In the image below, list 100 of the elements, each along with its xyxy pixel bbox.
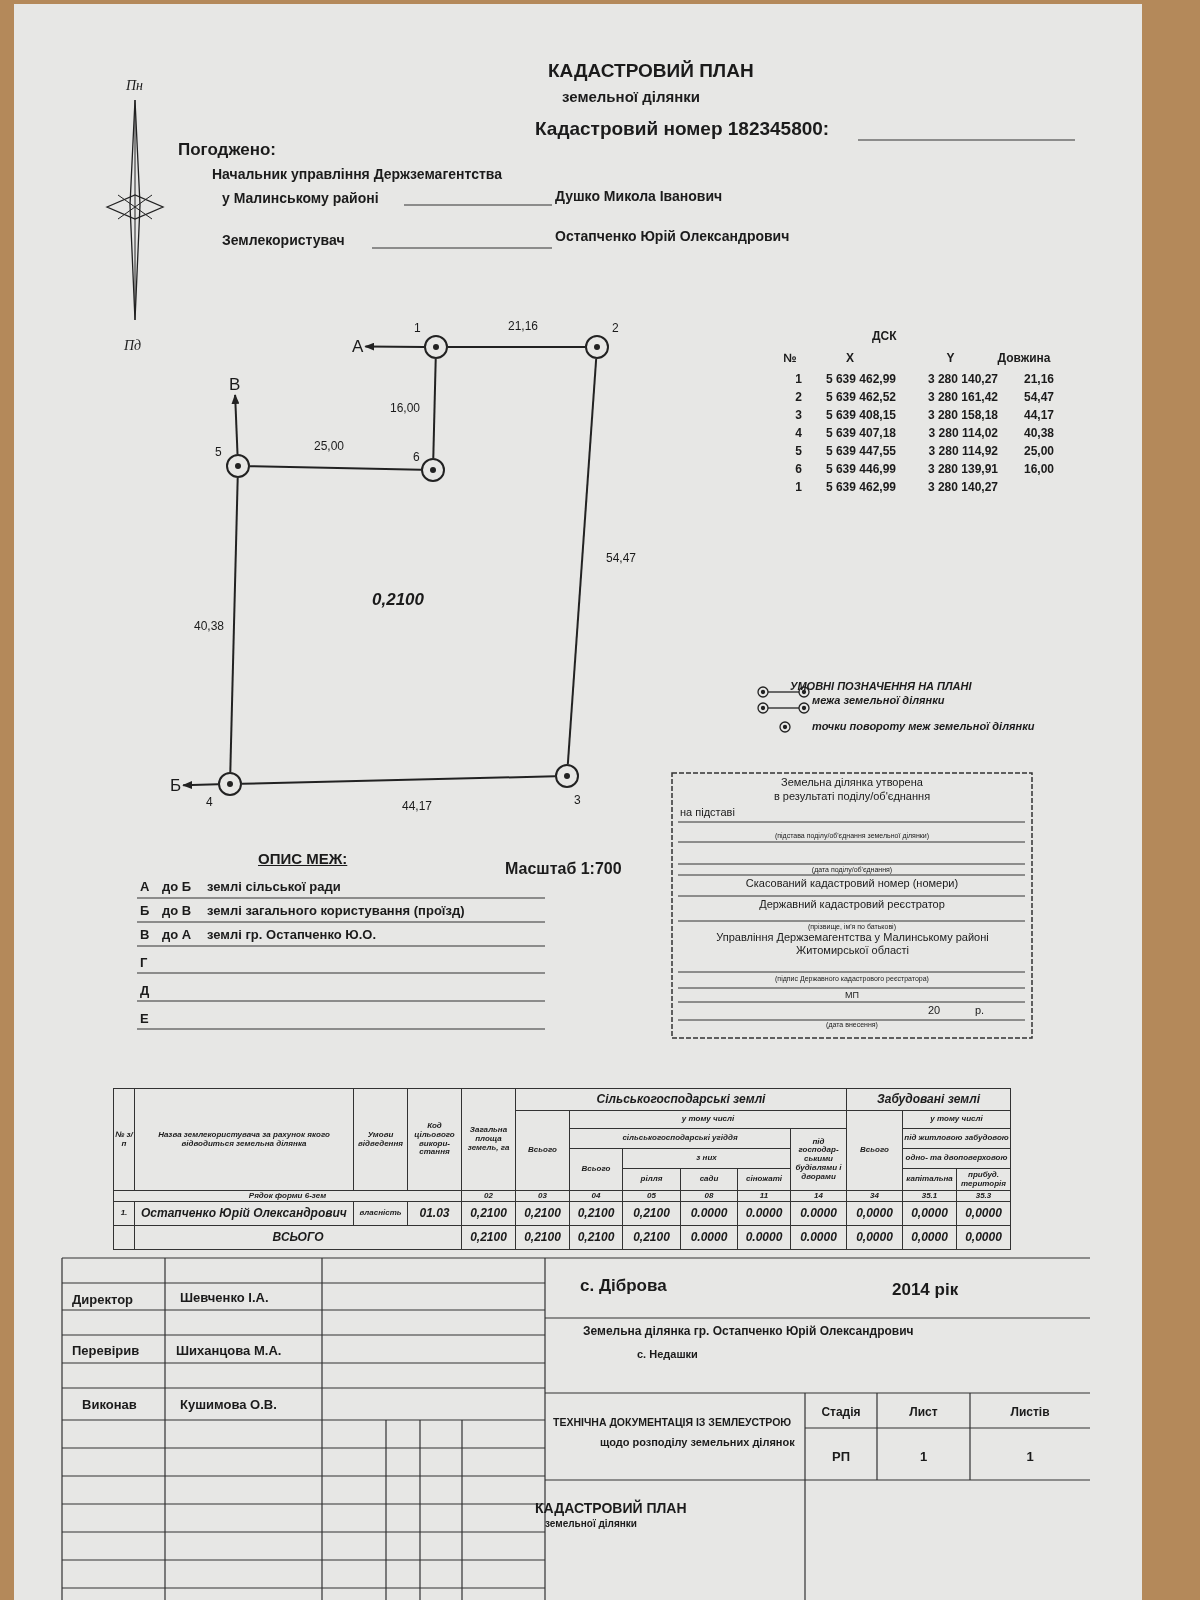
text-label: Перевірив	[72, 1344, 140, 1359]
data-value: 0,0000	[956, 1225, 1011, 1250]
column-header: сільськогосподарські угіддя	[569, 1128, 791, 1149]
column-header: 11	[737, 1190, 791, 1202]
text-label: у Малинському районі	[222, 190, 379, 207]
data-value: 0,2100	[515, 1201, 570, 1226]
point-number: 1	[414, 322, 421, 336]
coordinate-value: 5 639 447,55	[824, 445, 896, 459]
column-header: 35.1	[902, 1190, 957, 1202]
edge-label: 25,00	[312, 440, 347, 454]
boundary-description: землі загального користування (проїзд)	[207, 904, 465, 919]
column-header: Рядок форми 6-зем	[113, 1190, 462, 1202]
coordinate-value: 4	[794, 427, 802, 441]
boundary-line	[241, 775, 556, 785]
column-header: Всього	[515, 1110, 570, 1191]
column-header: 03	[515, 1190, 570, 1202]
boundary-line	[229, 477, 239, 773]
boundary-line	[566, 357, 598, 766]
data-value: 01.03	[407, 1201, 462, 1226]
data-value: 0,0000	[846, 1201, 903, 1226]
column-header: під житловою забудовою	[902, 1128, 1011, 1149]
text-label: Шиханцова М.А.	[176, 1344, 282, 1359]
column-header: Умови відведення	[353, 1088, 408, 1191]
column-header: Код цільового викори-стання	[407, 1088, 462, 1191]
text-label: щодо розподілу земельних ділянок	[600, 1436, 795, 1449]
text-label: Погоджено:	[178, 140, 276, 160]
plan-title: КАДАСТРОВИЙ ПЛАН	[548, 60, 754, 82]
text-label: Лист	[908, 1406, 939, 1420]
boundary-point	[585, 335, 609, 359]
coordinate-value: 3 280 114,92	[927, 445, 998, 459]
boundary-description: землі сільської ради	[207, 880, 341, 895]
area-value: 0,2100	[372, 590, 424, 610]
stamp-text: р.	[975, 1004, 985, 1017]
coordinate-value: 5 639 446,99	[824, 463, 896, 477]
subtitle: земельної ділянки	[562, 88, 700, 106]
boundary-point	[555, 764, 579, 788]
boundary-line	[432, 358, 437, 459]
data-value: 0,2100	[569, 1201, 623, 1226]
coordinate-value: 1	[794, 373, 802, 387]
point-number: 4	[206, 796, 213, 810]
column-header: 02	[461, 1190, 516, 1202]
data-value: 0.0000	[737, 1225, 791, 1250]
coordinate-value: 5 639 462,52	[824, 391, 896, 405]
data-value: 0,2100	[622, 1201, 681, 1226]
text-label: Кушимова О.В.	[180, 1398, 277, 1413]
legend-text: межа земельної ділянки	[812, 694, 945, 707]
data-value: 0,0000	[902, 1225, 957, 1250]
row-label: Остапченко Юрій Олександрович	[134, 1201, 354, 1226]
boundary-description: до А	[162, 928, 192, 943]
coordinate-value: 3 280 140,27	[926, 373, 998, 387]
column-header: 05	[622, 1190, 681, 1202]
row-label: власність	[353, 1201, 408, 1226]
column-header: 14	[790, 1190, 847, 1202]
column-header: сади	[680, 1168, 738, 1191]
coordinate-value: 5 639 407,18	[824, 427, 896, 441]
stamp-text: в результаті поділу/об'єднання	[772, 790, 932, 803]
boundary-point	[226, 454, 250, 478]
data-value: 0,0000	[902, 1201, 957, 1226]
compass-label: Пд	[124, 338, 142, 355]
coordinate-value: 5 639 408,15	[824, 409, 896, 423]
boundary-line	[447, 346, 586, 348]
point-number: 6	[413, 451, 420, 465]
text-label: Землекористувач	[222, 232, 345, 249]
boundary-point	[421, 458, 445, 482]
text-label: ТЕХНІЧНА ДОКУМЕНТАЦІЯ ІЗ ЗЕМЛЕУСТРОЮ	[553, 1416, 792, 1429]
text-label: Душко Микола Іванович	[555, 188, 723, 205]
text-label: Виконав	[82, 1398, 137, 1413]
text-label: Стадія	[820, 1406, 862, 1420]
edge-label: 16,00	[388, 402, 423, 416]
column-header: одно- та двоповерховою	[902, 1148, 1011, 1169]
data-value: 0.0000	[790, 1225, 847, 1250]
text-label: КАДАСТРОВИЙ ПЛАН	[535, 1500, 687, 1517]
column-header: Назва землекористувача за рахунок якого відводиться земельна ділянка	[134, 1088, 354, 1191]
coordinate-value: 2	[794, 391, 802, 405]
column-header: Всього	[569, 1148, 623, 1191]
arrow	[231, 394, 240, 455]
stamp-text: Скасований кадастровий номер (номери)	[744, 877, 960, 890]
point-number: 5	[215, 446, 222, 460]
column-header: Всього	[846, 1110, 903, 1191]
column-header: 34	[846, 1190, 903, 1202]
column-header: капітальна	[902, 1168, 957, 1191]
compass-label: Пн	[126, 78, 144, 95]
section-heading: ОПИС МЕЖ:	[258, 850, 348, 868]
coordinate-value: 5	[794, 445, 802, 459]
stamp-text: Управління Держземагентства у Малинському районі Житомирської області	[715, 931, 990, 957]
column-header: № з/п	[113, 1088, 135, 1191]
column-header: Загальна площа земель, га	[461, 1088, 516, 1191]
column-header: №	[782, 352, 798, 366]
boundary-description: землі гр. Остапченко Ю.О.	[207, 928, 377, 943]
data-value: 0.0000	[680, 1225, 738, 1250]
coordinate-value: 5 639 462,99	[824, 373, 896, 387]
text-label: Шевченко І.А.	[180, 1291, 269, 1306]
text-label: 1	[918, 1450, 929, 1465]
column-header: 08	[680, 1190, 738, 1202]
column-header: прибуд. територія	[956, 1168, 1011, 1191]
boundary-letter: Б	[140, 904, 150, 919]
table-title: ДСК	[872, 330, 897, 344]
boundary-letter: Е	[140, 1012, 149, 1027]
boundary-description: до Б	[162, 880, 192, 895]
boundary-point	[424, 335, 448, 359]
